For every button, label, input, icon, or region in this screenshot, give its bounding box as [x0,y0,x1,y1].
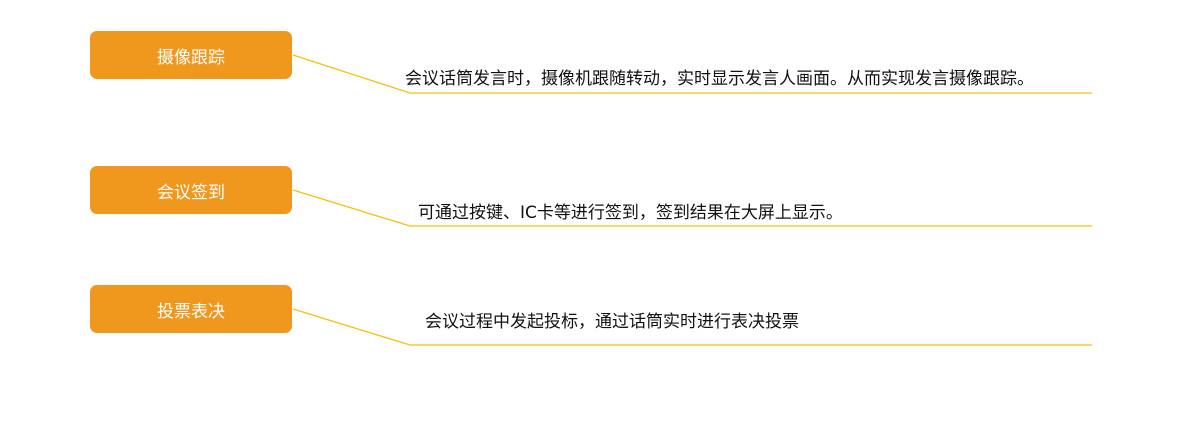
connector-line-1 [292,54,1092,94]
feature-description-voting: 会议过程中发起投标，通过话筒实时进行表决投票 [425,312,799,332]
connector-line-2 [292,189,1092,227]
feature-label-camera-tracking: 摄像跟踪 [90,31,292,79]
feature-description-check-in: 可通过按键、IC卡等进行签到，签到结果在大屏上显示。 [418,203,843,223]
feature-label-voting: 投票表决 [90,285,292,333]
feature-label-check-in: 会议签到 [90,166,292,214]
feature-description-camera-tracking: 会议话筒发言时，摄像机跟随转动，实时显示发言人画面。从而实现发言摄像跟踪。 [405,69,1034,89]
connector-line-3 [292,308,1092,346]
